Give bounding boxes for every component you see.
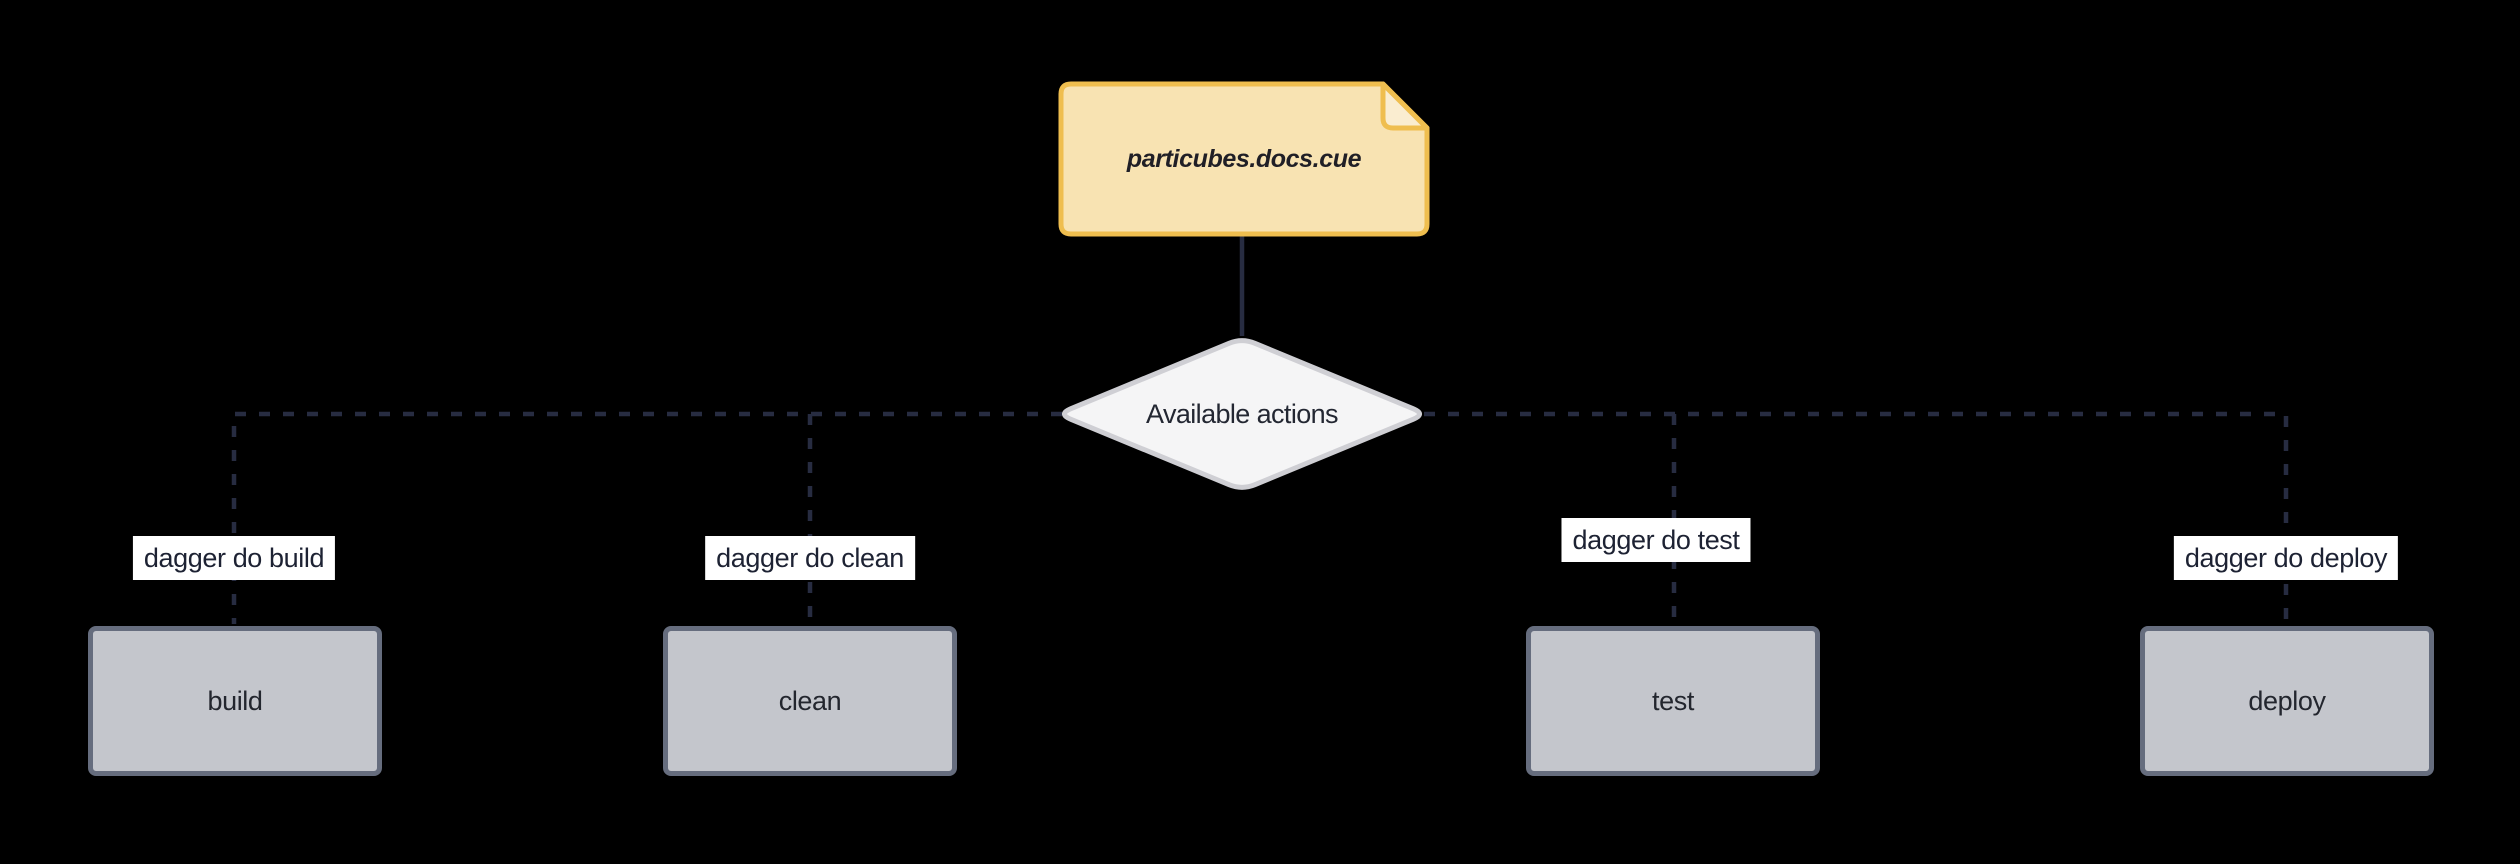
edge-decision-to-build [231,411,1062,624]
file-node-fold-corner [1380,81,1430,131]
edge-label-dagger-do-test: dagger do test [1561,518,1751,562]
action-node-deploy: deploy [2140,626,2434,776]
action-node-clean: clean [663,626,957,776]
action-node-build: build [88,626,382,776]
edge-label-dagger-do-deploy: dagger do deploy [2173,536,2399,580]
edge-label-dagger-do-build: dagger do build [132,536,336,580]
file-node-shape [1058,81,1430,237]
decision-node-shape [1062,338,1422,490]
edge-label-dagger-do-clean: dagger do clean [705,536,915,580]
action-node-test: test [1526,626,1820,776]
edge-decision-to-deploy [1424,411,2289,624]
